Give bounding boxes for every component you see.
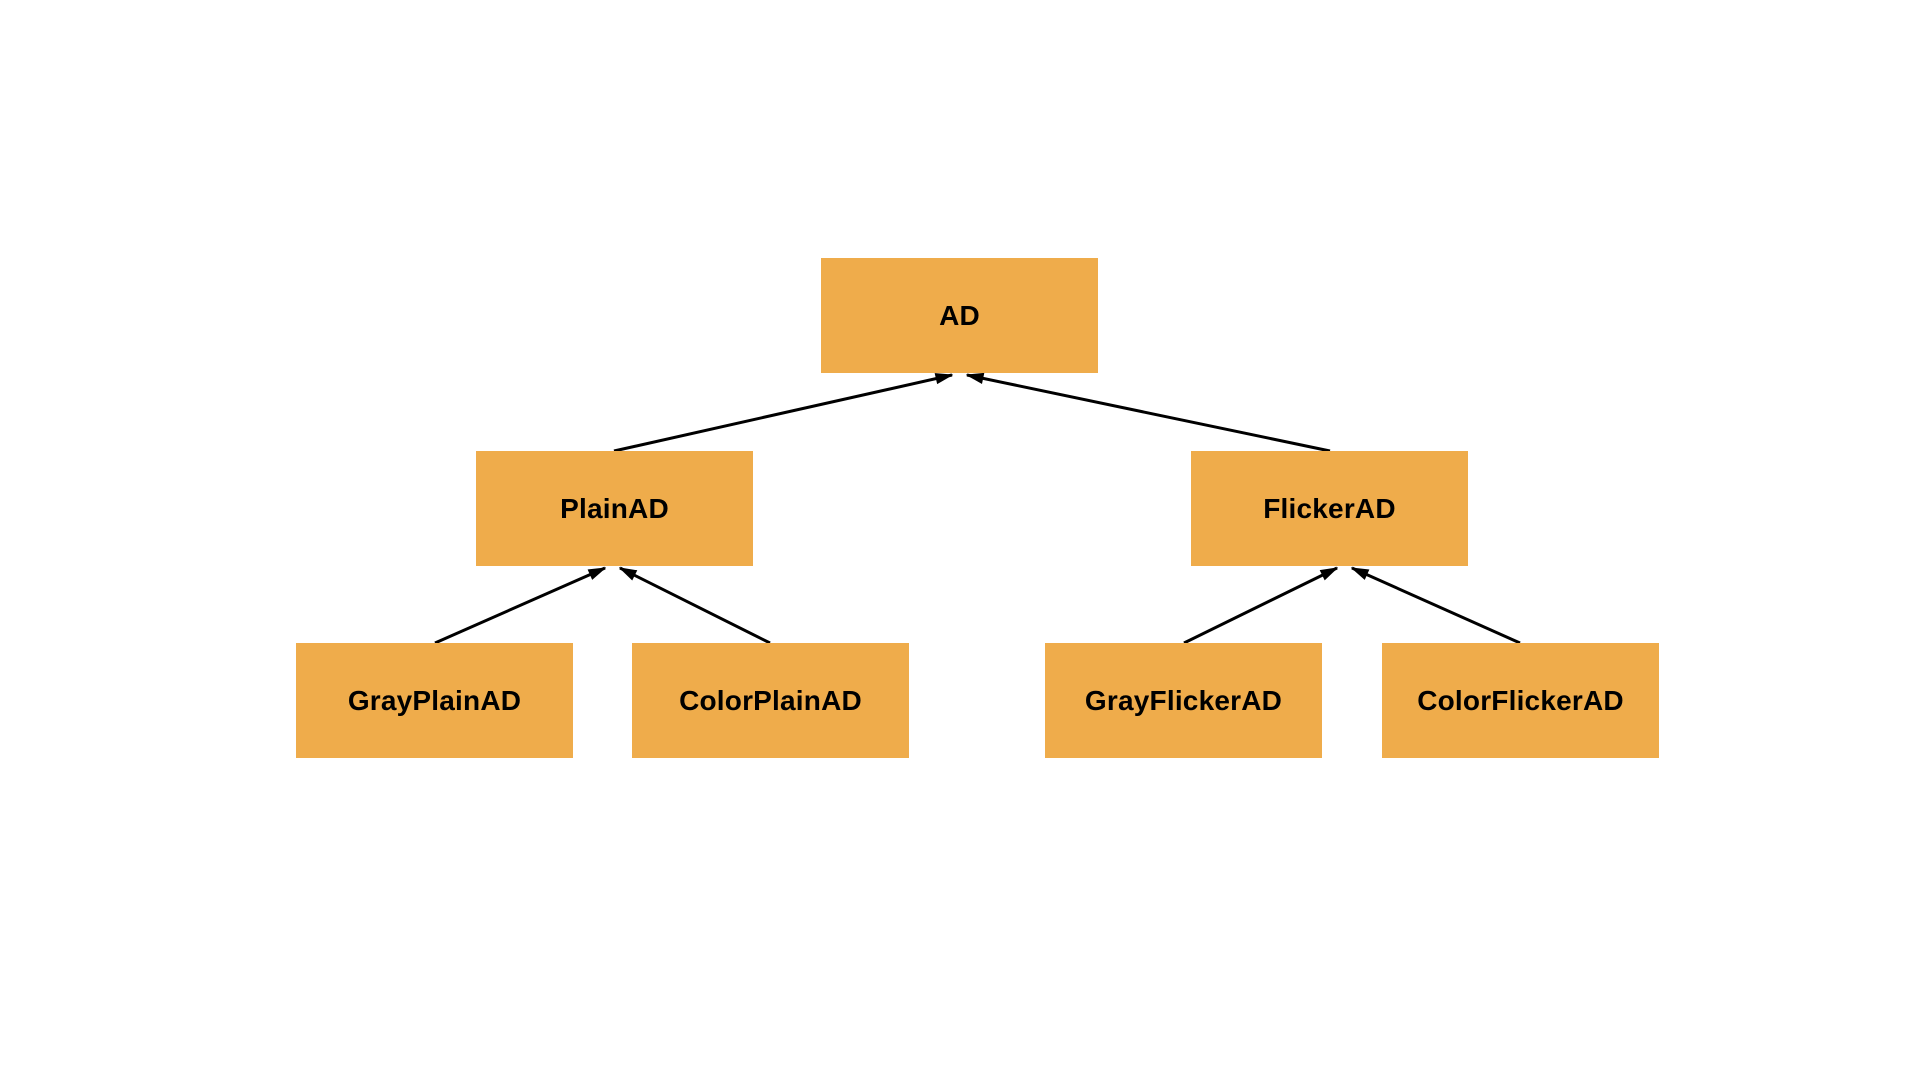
node-flicker-ad-label: FlickerAD	[1263, 492, 1396, 524]
node-color-plain-ad[interactable]: ColorPlainAD	[632, 643, 909, 758]
node-plain-ad-label: PlainAD	[560, 492, 669, 524]
node-gray-flicker-ad[interactable]: GrayFlickerAD	[1045, 643, 1322, 758]
edge-colorflickerad-to-flickerad	[1352, 566, 1521, 645]
edge-colorplainad-to-plainad	[620, 566, 771, 645]
edge-grayflickerad-to-flickerad	[1183, 566, 1337, 645]
edge-plainad-to-ad	[613, 375, 952, 453]
edge-grayplainad-to-plainad	[434, 566, 605, 645]
node-plain-ad[interactable]: PlainAD	[476, 451, 753, 566]
node-gray-flicker-ad-label: GrayFlickerAD	[1084, 684, 1283, 716]
node-color-flicker-ad[interactable]: ColorFlickerAD	[1382, 643, 1659, 758]
node-color-plain-ad-label: ColorPlainAD	[679, 684, 862, 716]
node-ad[interactable]: AD	[821, 258, 1098, 373]
node-gray-plain-ad[interactable]: GrayPlainAD	[296, 643, 573, 758]
node-gray-plain-ad-label: GrayPlainAD	[347, 684, 522, 716]
node-flicker-ad[interactable]: FlickerAD	[1191, 451, 1468, 566]
node-color-flicker-ad-label: ColorFlickerAD	[1417, 684, 1624, 716]
edge-flickerad-to-ad	[967, 375, 1331, 453]
node-ad-label: AD	[939, 299, 980, 331]
